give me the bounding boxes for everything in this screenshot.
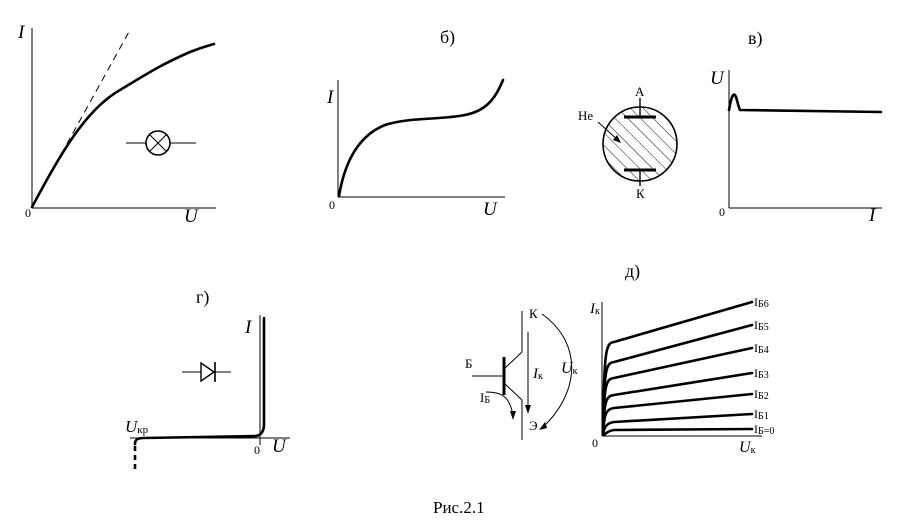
panel-d-x-label: Uк xyxy=(739,439,756,456)
emitter-diagonal xyxy=(504,383,523,401)
panel-d: д) К Б Э Iк Uк IБ IБ6IБ5IБ4IБ3IБ2IБ1IБ=0… xyxy=(465,261,774,456)
panel-g-x-label: U xyxy=(272,436,287,457)
panel-v-origin: 0 xyxy=(719,205,725,219)
diode-icon xyxy=(200,361,216,383)
output-curve xyxy=(601,371,754,437)
panel-d-origin: 0 xyxy=(592,436,598,450)
base-label: Б xyxy=(465,356,472,371)
panel-a-x-label: U xyxy=(184,206,199,227)
cathode-label: К xyxy=(636,186,645,201)
output-curve xyxy=(601,412,754,437)
panel-b: б) I U 0 xyxy=(326,27,505,220)
output-curve xyxy=(601,427,754,437)
output-curve-label: IБ3 xyxy=(754,366,769,381)
panel-v-letter: в) xyxy=(748,28,763,49)
panel-v: в) Не А К U I 0 xyxy=(578,28,883,226)
ib-arrow-head xyxy=(510,411,516,420)
anode-label: А xyxy=(635,84,645,99)
collector-label: К xyxy=(529,306,538,321)
panel-v-y-label: U xyxy=(710,68,725,89)
output-curve-label: IБ4 xyxy=(754,341,769,356)
output-curve-label: IБ=0 xyxy=(754,422,774,437)
panel-d-y-label: Iк xyxy=(589,301,600,317)
breakdown-label: Uкр xyxy=(125,417,149,436)
output-curve-label: IБ2 xyxy=(754,387,769,402)
output-curve-label: IБ6 xyxy=(754,295,769,310)
output-curve-label: IБ1 xyxy=(754,407,769,422)
gas-label: Не xyxy=(578,108,593,123)
panel-a-y-label: I xyxy=(17,22,26,43)
ik-arrow-head xyxy=(525,405,531,414)
panel-b-origin: 0 xyxy=(329,198,335,212)
panel-g-y-label: I xyxy=(244,317,253,338)
panel-a-origin: 0 xyxy=(25,206,31,220)
panel-a-curve xyxy=(30,42,216,209)
panel-g-forward-curve xyxy=(254,316,266,438)
gas-leader-arrow xyxy=(613,135,621,143)
panel-b-curve xyxy=(337,78,505,198)
collector-diagonal xyxy=(504,351,523,369)
output-curve-label: IБ5 xyxy=(754,318,769,333)
emitter-label: Э xyxy=(529,418,538,433)
uk-arc xyxy=(541,313,573,429)
panel-a-tangent-line xyxy=(31,29,131,208)
uk-arc-head xyxy=(539,422,547,430)
lamp-cross-2 xyxy=(149,134,167,152)
panel-g-letter: г) xyxy=(196,287,209,308)
panel-v-x-label: I xyxy=(868,205,877,226)
panel-v-curve xyxy=(727,93,883,114)
panel-b-x-label: U xyxy=(483,199,498,220)
panel-d-curves xyxy=(601,300,754,437)
ib-label: IБ xyxy=(480,390,490,406)
panel-a: I U 0 xyxy=(17,22,216,227)
panel-g-reverse-curve xyxy=(133,434,258,446)
panel-d-letter: д) xyxy=(625,261,640,282)
ik-label: Iк xyxy=(532,366,543,382)
panel-g: г) I U 0 Uкр xyxy=(125,287,290,470)
uk-label: Uк xyxy=(561,360,578,377)
panel-b-letter: б) xyxy=(440,27,455,48)
panel-b-y-label: I xyxy=(326,87,335,108)
figure-caption: Рис.2.1 xyxy=(433,498,485,517)
panel-g-origin: 0 xyxy=(254,443,260,457)
